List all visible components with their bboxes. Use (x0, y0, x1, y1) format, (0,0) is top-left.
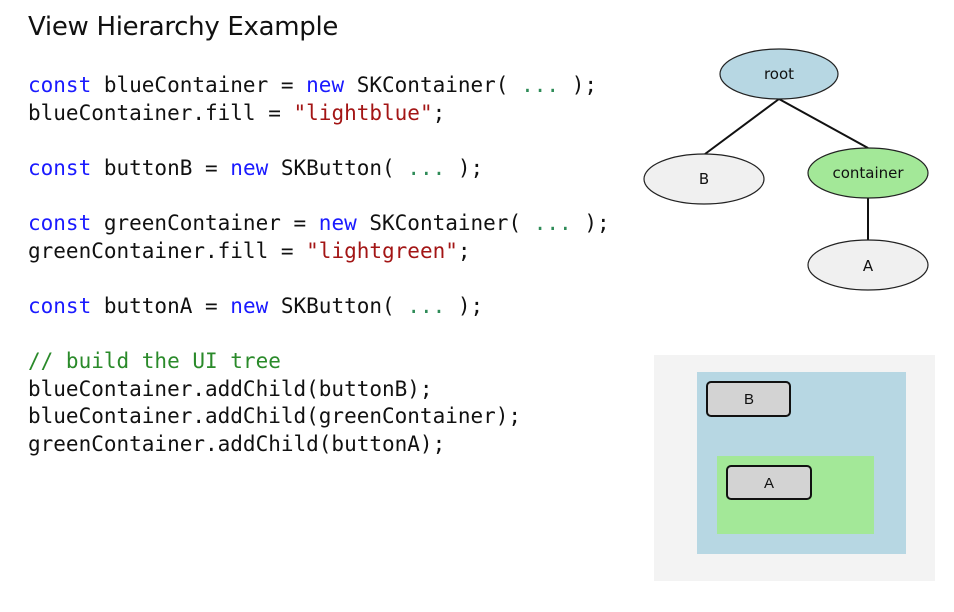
code-string: "lightblue" (293, 100, 433, 125)
code-ellipsis: ... (521, 73, 560, 97)
code-text: ); (445, 155, 484, 180)
tree-node-root-shape (719, 48, 839, 100)
code-text: blueContainer = (91, 73, 307, 97)
code-block: const blueContainer = new SKContainer( .… (28, 72, 610, 458)
code-text: SKContainer( (356, 210, 534, 235)
tree-node-b-label: B (699, 170, 709, 188)
code-keyword: new (318, 210, 357, 235)
code-line: const greenContainer = new SKContainer( … (28, 210, 610, 238)
button-a-shape[interactable] (726, 465, 812, 500)
button-a[interactable]: A (726, 465, 812, 500)
button-b-label: B (744, 391, 754, 408)
ui-preview: B A (654, 355, 935, 581)
tree-node-container: container (807, 147, 929, 199)
tree-node-container-shape (807, 147, 929, 199)
code-text: blueContainer.addChild(greenContainer); (28, 404, 522, 429)
page-title: View Hierarchy Example (28, 12, 339, 42)
tree-node-root-label: root (764, 65, 794, 83)
code-line: const blueContainer = new SKContainer( .… (28, 72, 610, 100)
code-text: blueContainer.fill = (28, 100, 294, 125)
code-keyword: new (230, 293, 269, 318)
code-text: ); (571, 210, 610, 235)
button-b-shape[interactable] (706, 381, 791, 417)
button-b[interactable]: B (706, 381, 791, 417)
code-line: greenContainer.addChild(buttonA); (28, 431, 610, 459)
code-text: ); (445, 293, 484, 318)
code-ellipsis: ... (407, 155, 446, 180)
code-keyword: const (28, 155, 92, 180)
tree-node-container-label: container (832, 164, 904, 182)
code-line: blueContainer.addChild(greenContainer); (28, 403, 610, 431)
tree-node-root: root (719, 48, 839, 100)
code-line: // build the UI tree (28, 348, 610, 376)
code-text: ); (559, 73, 597, 97)
code-ellipsis: ... (407, 293, 446, 318)
code-text: SKContainer( (344, 73, 522, 97)
code-comment: // build the UI tree (28, 348, 281, 373)
tree-node-a: A (807, 239, 929, 291)
code-line: const buttonB = new SKButton( ... ); (28, 155, 610, 183)
edge-root-container (778, 98, 869, 149)
code-keyword: new (306, 73, 345, 97)
code-line: const buttonA = new SKButton( ... ); (28, 293, 610, 321)
code-keyword: const (28, 210, 92, 235)
edge-root-b (704, 98, 780, 155)
code-text: ; (432, 100, 446, 125)
code-line: greenContainer.fill = "lightgreen"; (28, 238, 610, 266)
code-string: "lightgreen" (306, 238, 458, 263)
view-tree-diagram: root B container A (643, 48, 929, 291)
code-line: blueContainer.addChild(buttonB); (28, 376, 610, 404)
tree-node-b: B (643, 153, 765, 205)
code-text: ; (457, 238, 471, 263)
code-keyword: const (28, 293, 92, 318)
tree-node-a-label: A (863, 257, 874, 275)
code-text: greenContainer.fill = (28, 238, 307, 263)
button-a-label: A (764, 475, 774, 492)
code-text: buttonA = (91, 293, 231, 318)
tree-node-a-shape (807, 239, 929, 291)
code-text: SKButton( (268, 155, 408, 180)
code-text: SKButton( (268, 293, 408, 318)
code-line: blueContainer.fill = "lightblue"; (28, 100, 610, 128)
tree-node-b-shape (643, 153, 765, 205)
code-keyword: new (230, 155, 269, 180)
code-keyword: const (28, 73, 92, 97)
code-ellipsis: ... (533, 210, 572, 235)
code-text: blueContainer.addChild(buttonB); (28, 376, 433, 401)
code-text: greenContainer.addChild(buttonA); (28, 431, 446, 456)
code-text: greenContainer = (91, 210, 319, 235)
code-text: buttonB = (91, 155, 231, 180)
